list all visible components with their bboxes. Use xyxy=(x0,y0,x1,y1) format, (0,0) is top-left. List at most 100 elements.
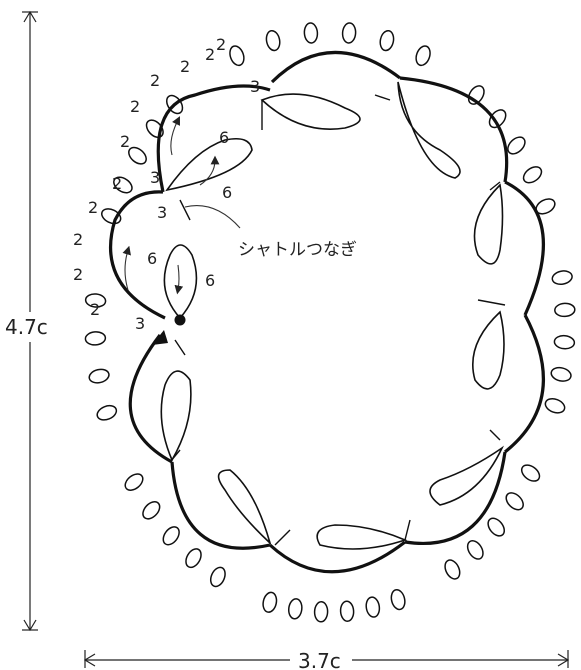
count-junction-3: 3 xyxy=(157,203,167,222)
connecting-threads xyxy=(169,94,506,546)
picot-loop xyxy=(390,589,406,611)
count-ring-lower-1: 6 xyxy=(147,249,157,268)
direction-arrow-icon xyxy=(174,264,184,295)
count-ring-upper-2: 6 xyxy=(222,183,232,202)
chain-arc-bottom-right xyxy=(404,451,507,545)
picot-loop xyxy=(303,22,319,44)
arrow-up-icon xyxy=(23,10,37,23)
picots xyxy=(84,22,576,623)
count-left-lower-3: 2 xyxy=(73,230,83,249)
picot-loop xyxy=(487,517,506,537)
height-label: 4.7c xyxy=(5,315,48,339)
chain-arc-bottom-left xyxy=(170,461,271,550)
chain-arc-left-top xyxy=(156,84,271,193)
count-ring-lower-2: 6 xyxy=(205,271,215,290)
ring-right-mid xyxy=(471,310,505,390)
picot-loop xyxy=(265,29,281,52)
count-ring-upper-1: 6 xyxy=(219,128,229,147)
ring-top xyxy=(260,93,361,130)
picot-loop xyxy=(88,368,110,384)
count-left-lower-1: 2 xyxy=(112,174,122,193)
picot-loop xyxy=(551,270,573,286)
picot-loop xyxy=(505,492,524,511)
picot-loop xyxy=(84,293,107,308)
direction-arrow-icon xyxy=(122,245,131,291)
picot-loop xyxy=(113,176,133,194)
direction-arrow-icon xyxy=(170,116,180,156)
picot-loop xyxy=(488,109,507,129)
picot-loop xyxy=(444,559,461,580)
start-dot-icon xyxy=(174,314,186,326)
leader-line xyxy=(184,205,241,229)
ring-right-upper xyxy=(473,183,504,265)
picot-loop xyxy=(165,94,184,115)
direction-arrows xyxy=(122,116,241,295)
chain-arcs xyxy=(109,50,545,574)
count-top-1: 2 xyxy=(205,45,215,64)
picot-loop xyxy=(553,334,576,350)
count-top-2: 2 xyxy=(216,35,226,54)
picot-loop xyxy=(520,464,541,482)
picot-loop xyxy=(544,398,566,414)
picot-loop xyxy=(535,198,556,215)
chain-arc-bottom xyxy=(268,540,406,574)
count-left-upper-3: 2 xyxy=(120,132,130,151)
chain-arc-top-right xyxy=(399,76,509,183)
ring-bottom-right xyxy=(316,524,408,550)
picot-loop xyxy=(507,136,526,155)
picot-loop xyxy=(415,45,431,67)
direction-arrow-icon xyxy=(199,155,220,186)
ring-left-lower xyxy=(160,370,192,462)
count-left-lower-5: 2 xyxy=(90,300,100,319)
count-left-lower-4: 2 xyxy=(73,265,83,284)
picot-loop xyxy=(313,601,329,623)
picot-loop xyxy=(467,85,485,105)
chain-arc-right-lower xyxy=(503,314,545,454)
picot-loop xyxy=(229,45,245,67)
shuttle-join-label: シャトルつなぎ xyxy=(238,240,357,260)
arrow-down-icon xyxy=(23,619,37,632)
arrow-right-icon xyxy=(557,653,570,667)
picot-loop xyxy=(101,208,122,225)
picot-loop xyxy=(142,501,161,520)
ring-top-right xyxy=(397,81,461,179)
count-left-upper-1: 2 xyxy=(150,71,160,90)
count-junction-2: 3 xyxy=(150,168,160,187)
picot-loop xyxy=(209,566,226,588)
picot-loop xyxy=(379,29,395,52)
chain-arc-top xyxy=(270,50,401,84)
picot-loop xyxy=(162,526,180,546)
picot-loop xyxy=(341,22,357,44)
picot-loop xyxy=(124,473,144,491)
picot-loop xyxy=(522,166,543,184)
count-junction-4: 3 xyxy=(135,314,145,333)
start-arrowhead-icon xyxy=(152,330,168,345)
count-junction-1: 3 xyxy=(250,77,260,96)
ring-left-join xyxy=(163,244,198,320)
chain-arc-right-upper xyxy=(504,180,545,316)
stitch-count-labels: 2 2 2 2 2 2 2 2 2 2 2 3 3 3 3 6 6 6 6 xyxy=(73,35,260,333)
picot-loop xyxy=(84,331,107,346)
picot-loop xyxy=(287,598,303,620)
ring-right-lower xyxy=(429,445,504,506)
picot-loop xyxy=(554,302,576,318)
chain-arc-left-lower xyxy=(128,334,173,464)
picot-loop xyxy=(365,596,381,618)
ring-left-upper xyxy=(165,137,253,192)
count-left-lower-2: 2 xyxy=(88,198,98,217)
ring-bottom xyxy=(217,469,272,546)
picot-loop xyxy=(185,548,202,569)
picot-loop xyxy=(550,366,572,382)
picot-loop xyxy=(339,600,355,622)
picot-loop xyxy=(466,540,484,560)
chain-arc-left-upper xyxy=(109,190,166,320)
count-left-upper-2: 2 xyxy=(130,97,140,116)
count-top-3: 2 xyxy=(180,57,190,76)
picot-loop xyxy=(145,119,164,139)
picot-loop xyxy=(262,591,278,613)
rings xyxy=(160,81,505,550)
width-label: 3.7c xyxy=(298,649,341,670)
picot-loop xyxy=(96,404,118,421)
